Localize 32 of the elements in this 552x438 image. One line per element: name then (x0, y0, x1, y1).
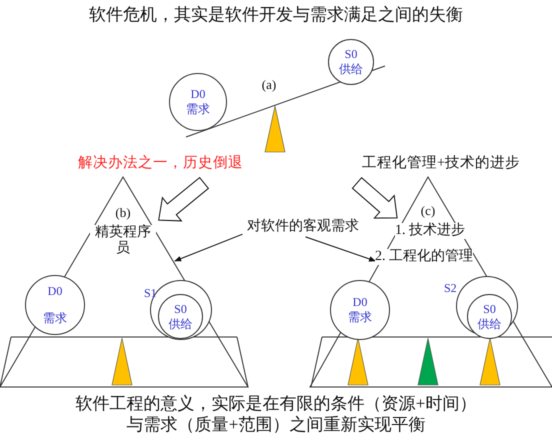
block-arrow (158, 176, 210, 222)
triangle-text: 2. 工程化的管理 (375, 249, 473, 265)
circle-text: S0 (344, 47, 358, 62)
panel-label: (b) (115, 205, 131, 221)
circle-text: 需求 (43, 311, 67, 326)
circle-text: S0 (483, 302, 496, 316)
panel-label: (a) (260, 76, 278, 94)
circle-text: 供给 (168, 316, 192, 332)
circle-text: D0 (48, 284, 62, 299)
caption: 软件工程的意义，实际是在有限的条件（资源+时间）与需求（质量+范围）之间重新实现平衡 (74, 393, 478, 435)
annotation-text: 对软件的客观需求 (240, 218, 366, 236)
block-arrow (352, 177, 398, 219)
circle-text: 供给 (339, 62, 363, 77)
panel-label: (c) (420, 203, 436, 219)
title: 软件危机，其实是软件开发与需求满足之间的失衡 (88, 4, 464, 26)
heading-text: 工程化管理+技术的进步 (362, 154, 520, 172)
circle-label: S1 (144, 286, 157, 300)
arrow (174, 234, 244, 262)
weight-circle (328, 39, 374, 85)
triangle-text: 精英程序员 (90, 225, 156, 257)
circle-text: D0 (190, 87, 206, 102)
circle-text: 供给 (478, 316, 502, 332)
weight-circle (158, 294, 203, 339)
circle-text: 需求 (348, 310, 372, 325)
circle-text: S0 (174, 302, 187, 316)
circle-text: D0 (352, 295, 368, 310)
triangle-text: 1. 技术进步 (395, 223, 465, 239)
circle-text: 需求 (186, 102, 210, 117)
arrow (305, 236, 376, 262)
weight-circle (467, 294, 512, 339)
circle-label: S2 (444, 281, 457, 295)
heading-text: 解决办法之一，历史倒退 (78, 154, 243, 172)
